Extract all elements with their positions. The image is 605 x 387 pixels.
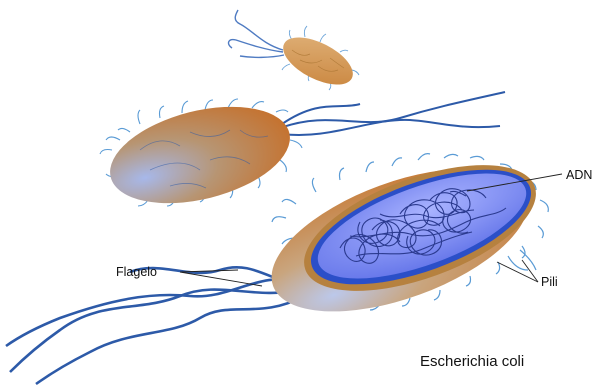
middle-bacterium-flagella bbox=[280, 92, 505, 135]
flagellum-label: Flagelo bbox=[116, 265, 157, 279]
diagram-caption: Escherichia coli bbox=[420, 353, 524, 370]
small-bacterium-flagella bbox=[229, 10, 284, 57]
large-bacterium bbox=[6, 139, 552, 384]
pili-leader-line-2 bbox=[497, 262, 538, 282]
large-bacterium-flagella bbox=[6, 267, 304, 384]
pili-label: Pili bbox=[541, 275, 558, 289]
flagellum-leader-line-2 bbox=[180, 272, 262, 286]
pili-leader-line-1 bbox=[522, 260, 538, 282]
dna-label: ADN bbox=[566, 168, 592, 182]
small-bacterium-body bbox=[276, 28, 360, 95]
small-bacterium bbox=[229, 10, 361, 94]
middle-bacterium-body bbox=[100, 90, 300, 220]
